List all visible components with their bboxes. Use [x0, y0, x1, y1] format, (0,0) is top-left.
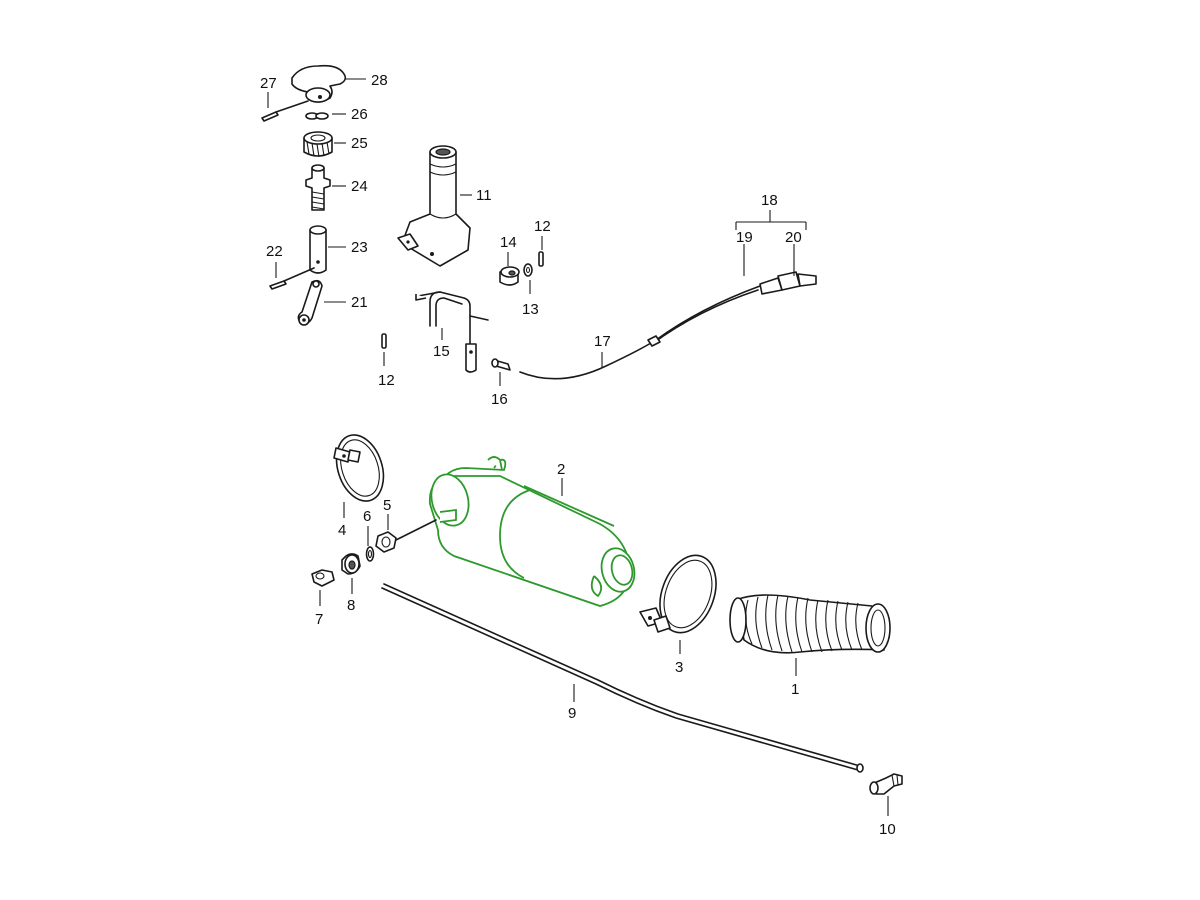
leader-lines	[267, 78, 889, 816]
callout-22: 22	[266, 243, 283, 260]
part-19-20-cable-end[interactable]	[759, 271, 817, 295]
part-7-bolt[interactable]	[311, 569, 335, 587]
part-3-hose-clamp[interactable]	[639, 548, 726, 641]
callout-10: 10	[879, 821, 896, 838]
callout-14: 14	[500, 234, 517, 251]
part-28-knob[interactable]	[291, 64, 347, 103]
callout-5: 5	[383, 497, 391, 514]
callout-3: 3	[675, 659, 683, 676]
part-10-fitting[interactable]	[869, 773, 903, 795]
part-12-pin-lower[interactable]	[381, 333, 387, 349]
callout-24: 24	[351, 178, 368, 195]
callout-19: 19	[736, 229, 753, 246]
callout-1: 1	[791, 681, 799, 698]
callout-4: 4	[338, 522, 346, 539]
part-17-cable[interactable]	[519, 285, 761, 380]
part-8-grommet[interactable]	[341, 553, 361, 575]
callout-12-lower: 12	[378, 372, 395, 389]
callout-12-upper: 12	[534, 218, 551, 235]
part-4-hose-clamp[interactable]	[329, 429, 392, 507]
part-1-corrugated-hose[interactable]	[729, 594, 891, 654]
callout-labels: 28 27 26 25 24 11 23 22 21 12 12 14 13 1…	[260, 72, 896, 838]
part-24-threaded-stud[interactable]	[305, 164, 331, 211]
part-27-pin[interactable]	[261, 100, 309, 122]
callout-7: 7	[315, 611, 323, 628]
callout-20: 20	[785, 229, 802, 246]
callout-13: 13	[522, 301, 539, 318]
callout-17: 17	[594, 333, 611, 350]
callout-18: 18	[761, 192, 778, 209]
callout-25: 25	[351, 135, 368, 152]
callout-15: 15	[433, 343, 450, 360]
part-2-air-cleaner-canister[interactable]	[426, 456, 639, 607]
callout-16: 16	[491, 391, 508, 408]
callout-6: 6	[363, 508, 371, 525]
callout-9: 9	[568, 705, 576, 722]
part-14-bushing[interactable]	[499, 266, 520, 286]
part-9-rod[interactable]	[381, 583, 864, 773]
callout-26: 26	[351, 106, 368, 123]
part-25-knurled-nut[interactable]	[303, 131, 333, 158]
part-21-lever[interactable]	[297, 279, 323, 326]
callout-23: 23	[351, 239, 368, 256]
part-23-sleeve[interactable]	[309, 225, 327, 274]
callout-28: 28	[371, 72, 388, 89]
part-12-pin-upper[interactable]	[538, 251, 544, 267]
callout-2: 2	[557, 461, 565, 478]
part-22-pin[interactable]	[269, 267, 315, 290]
part-5-nut[interactable]	[375, 519, 437, 553]
part-16-cable-nipple[interactable]	[491, 358, 511, 371]
callout-27: 27	[260, 75, 277, 92]
callout-21: 21	[351, 294, 368, 311]
callout-8: 8	[347, 597, 355, 614]
part-13-washer[interactable]	[523, 263, 533, 277]
part-6-spring-washer[interactable]	[365, 546, 375, 562]
part-26-rings[interactable]	[305, 112, 329, 120]
part-11-column-bracket[interactable]	[397, 145, 471, 267]
callout-11: 11	[476, 187, 492, 204]
part-15-bent-rod[interactable]	[415, 291, 489, 373]
